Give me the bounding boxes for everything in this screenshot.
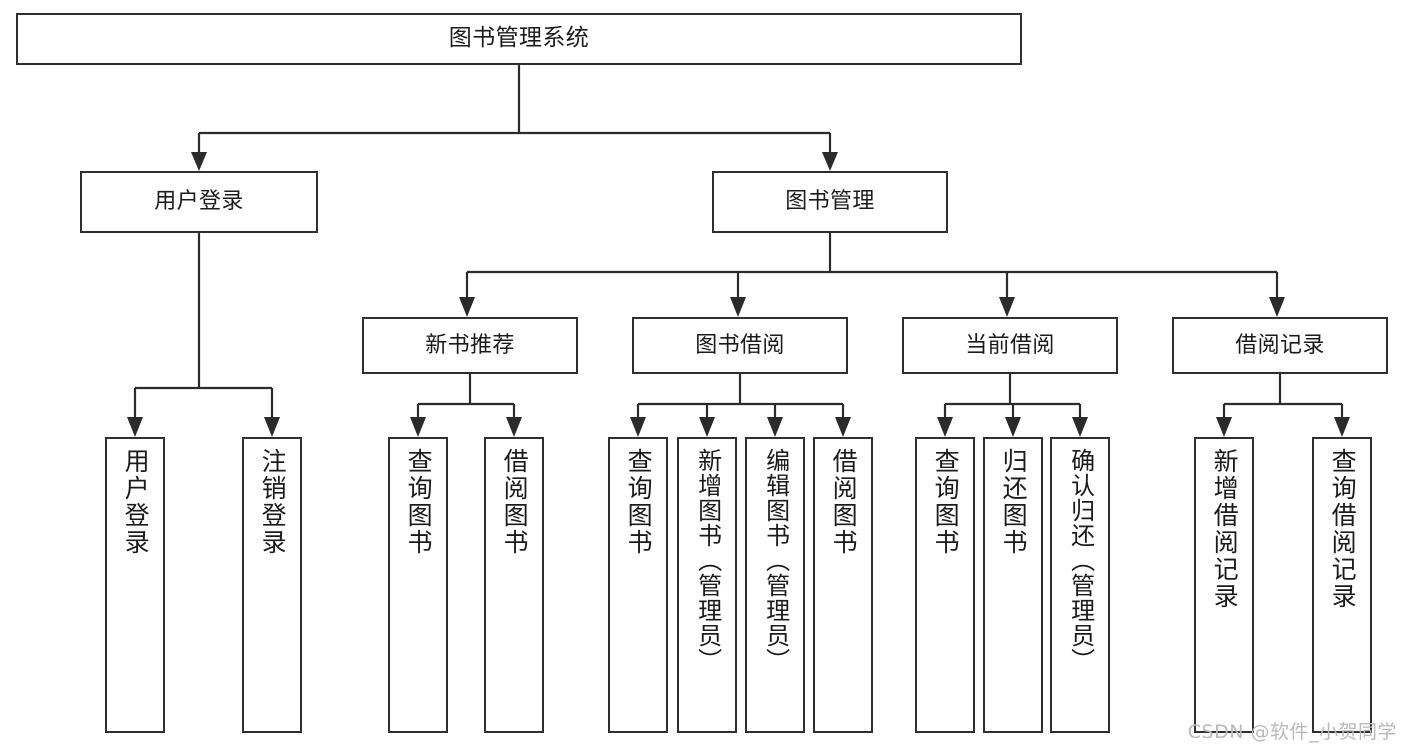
node-leaf-user-login-label: 用户登录 [121, 448, 151, 556]
arrowhead-book-manage [822, 152, 838, 171]
node-leaf-return-book-label: 归还图书 [999, 448, 1029, 556]
node-leaf-borrow-book-new-label: 借阅图书 [500, 448, 530, 556]
node-leaf-query-book-cb-label: 查询图书 [931, 448, 961, 556]
arrowhead-leaf-user-login [127, 417, 143, 437]
arrowhead-book-borrow [730, 297, 746, 317]
arrowhead-leaf-confirm-return [1072, 417, 1088, 437]
arrowhead-leaf-logout [264, 417, 280, 437]
node-leaf-query-book-new[interactable]: 查询图书 [388, 437, 448, 733]
node-book-borrow-label: 图书借阅 [695, 332, 785, 358]
node-book-manage[interactable]: 图书管理 [712, 171, 948, 233]
node-leaf-query-book-bb-label: 查询图书 [624, 448, 654, 556]
arrowhead-leaf-borrow-book-new [506, 417, 522, 437]
arrowhead-leaf-add-record [1216, 417, 1232, 437]
node-leaf-logout[interactable]: 注销登录 [242, 437, 302, 733]
node-leaf-user-login[interactable]: 用户登录 [105, 437, 165, 733]
node-leaf-query-record[interactable]: 查询借阅记录 [1312, 437, 1372, 733]
watermark-text: CSDN @软件_小贺同学 [1187, 721, 1397, 743]
arrowhead-new-book-recommend [459, 297, 475, 317]
node-leaf-borrow-book-bb[interactable]: 借阅图书 [813, 437, 873, 733]
node-current-borrow[interactable]: 当前借阅 [902, 317, 1118, 374]
arrowhead-borrow-record [1269, 297, 1285, 317]
arrowhead-leaf-query-book-bb [630, 417, 646, 437]
node-leaf-add-book[interactable]: 新增图书（管理员） [677, 437, 737, 733]
arrowhead-leaf-return-book [1005, 417, 1021, 437]
arrowhead-leaf-edit-book [767, 417, 783, 437]
node-leaf-edit-book-label: 编辑图书（管理员） [761, 448, 790, 673]
node-leaf-query-record-label: 查询借阅记录 [1328, 448, 1358, 610]
node-borrow-record[interactable]: 借阅记录 [1172, 317, 1388, 374]
node-root-label: 图书管理系统 [448, 25, 590, 52]
arrowhead-user-login [191, 152, 207, 171]
node-current-borrow-label: 当前借阅 [965, 332, 1055, 358]
node-leaf-add-record-label: 新增借阅记录 [1210, 448, 1240, 610]
node-user-login-label: 用户登录 [154, 189, 244, 215]
node-new-book-recommend-label: 新书推荐 [425, 332, 515, 358]
node-borrow-record-label: 借阅记录 [1235, 332, 1325, 358]
node-leaf-add-book-label: 新增图书（管理员） [693, 448, 722, 673]
node-leaf-edit-book[interactable]: 编辑图书（管理员） [745, 437, 805, 733]
arrowhead-leaf-query-book-cb [937, 417, 953, 437]
node-user-login[interactable]: 用户登录 [80, 171, 318, 233]
node-book-manage-label: 图书管理 [785, 189, 875, 215]
arrowhead-leaf-query-record [1334, 417, 1350, 437]
node-leaf-query-book-cb[interactable]: 查询图书 [915, 437, 975, 733]
node-leaf-return-book[interactable]: 归还图书 [983, 437, 1043, 733]
node-leaf-query-book-bb[interactable]: 查询图书 [608, 437, 668, 733]
node-new-book-recommend[interactable]: 新书推荐 [362, 317, 578, 374]
node-leaf-confirm-return-label: 确认归还（管理员） [1066, 448, 1095, 673]
arrowhead-current-borrow [999, 297, 1015, 317]
arrowhead-leaf-add-book [699, 417, 715, 437]
node-book-borrow[interactable]: 图书借阅 [632, 317, 848, 374]
node-leaf-borrow-book-new[interactable]: 借阅图书 [484, 437, 544, 733]
node-leaf-borrow-book-bb-label: 借阅图书 [829, 448, 859, 556]
node-leaf-query-book-new-label: 查询图书 [404, 448, 434, 556]
node-leaf-logout-label: 注销登录 [258, 448, 288, 556]
node-root[interactable]: 图书管理系统 [16, 13, 1022, 65]
arrowhead-leaf-borrow-book-bb [835, 417, 851, 437]
node-leaf-confirm-return[interactable]: 确认归还（管理员） [1050, 437, 1110, 733]
arrowhead-leaf-query-book-new [410, 417, 426, 437]
node-leaf-add-record[interactable]: 新增借阅记录 [1194, 437, 1254, 733]
